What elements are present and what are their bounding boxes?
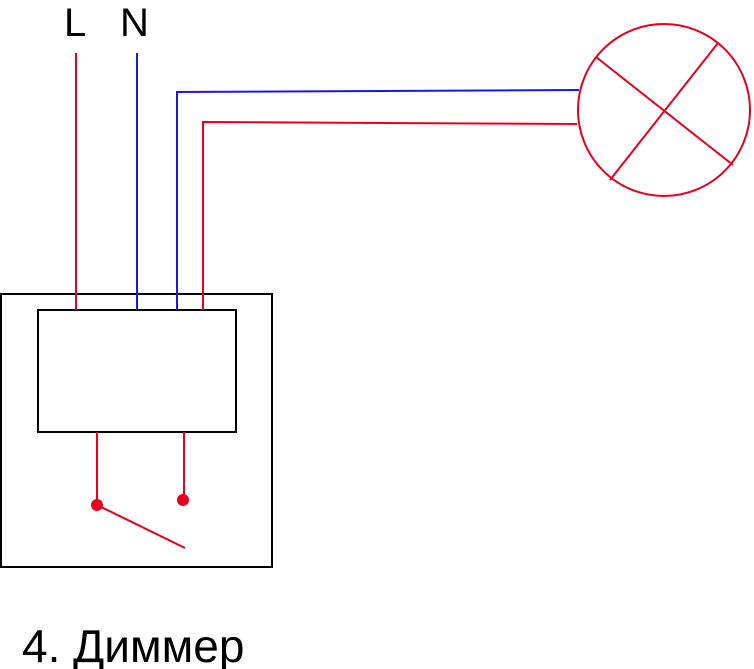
dimmer-switch-icon [91,432,189,549]
lamp-cross-line-b [609,42,719,181]
switch-lever [96,504,186,549]
neutral-terminal-label: N [120,1,149,45]
lamp-phase-wire [202,120,578,310]
lamp-circle [577,23,751,197]
line-terminal-label: L [64,1,86,45]
diagram-caption: 4. Диммер [22,620,244,669]
dimmer-housing [0,293,273,568]
lamp-symbol-icon [577,23,751,197]
switch-contact-fixed [177,494,189,506]
dimmer-module [37,309,237,433]
lamp-neutral-wire [176,89,580,310]
